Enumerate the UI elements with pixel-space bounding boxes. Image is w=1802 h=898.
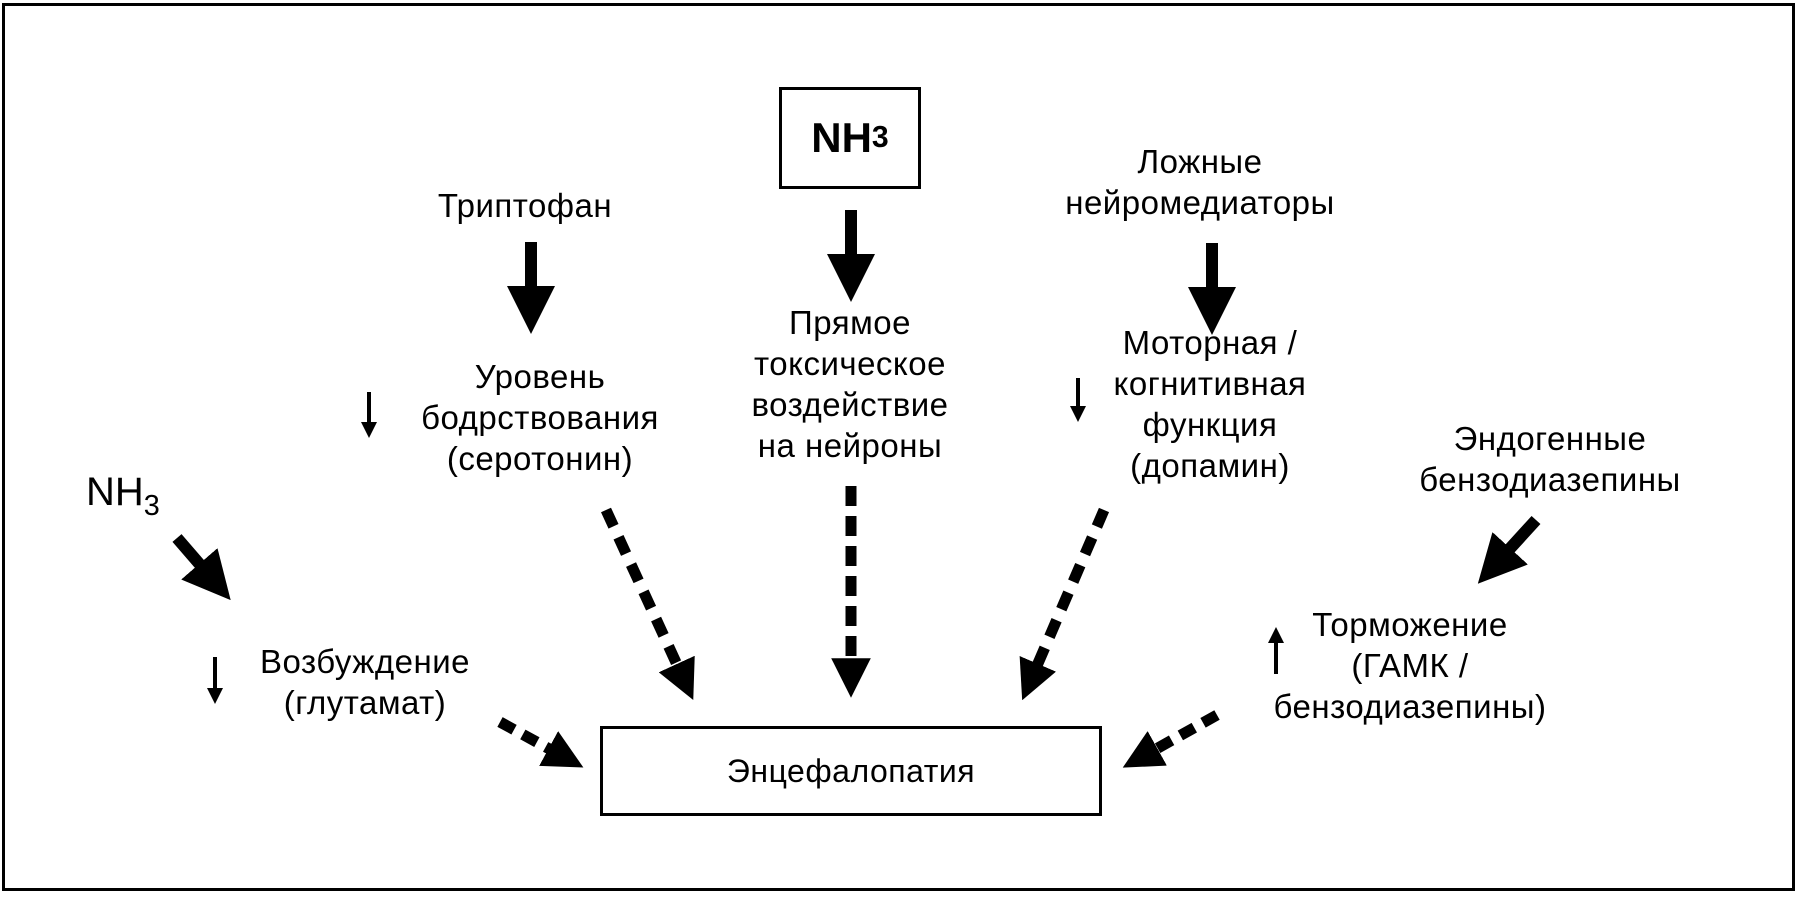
nh3-central-label: NH bbox=[811, 114, 872, 161]
motor-cognitive-node: Моторная / когнитивная функция (допамин) bbox=[1080, 322, 1340, 486]
dashed-arrow-motor-to-encephalopathy bbox=[1019, 507, 1110, 701]
endogenous-benzo-line-1: Эндогенные bbox=[1453, 420, 1647, 457]
wakefulness-line-2: бодрствования bbox=[421, 399, 659, 436]
inhibition-line-1: Торможение bbox=[1312, 606, 1508, 643]
nh3-left-label: NH bbox=[86, 470, 144, 514]
false-neuro-line-1: Ложные bbox=[1137, 143, 1263, 180]
arrow-endogenous-to-inhibition bbox=[1477, 515, 1541, 584]
wakefulness-node: Уровень бодрствования (серотонин) bbox=[380, 356, 700, 479]
encephalopathy-label: Энцефалопатия bbox=[726, 752, 976, 789]
arrow-nh3-to-excitation bbox=[172, 534, 231, 601]
excitation-node: Возбуждение (глутамат) bbox=[225, 641, 505, 723]
motor-cognitive-line-2: когнитивная bbox=[1113, 365, 1307, 402]
endogenous-benzo-node: Эндогенные бензодиазепины bbox=[1380, 418, 1720, 500]
direct-toxic-node: Прямое токсическое воздействие на нейрон… bbox=[720, 302, 980, 466]
diagram-frame bbox=[2, 3, 1795, 891]
direct-toxic-line-4: на нейроны bbox=[757, 427, 943, 464]
dashed-arrow-wakefulness-to-encephalopathy bbox=[601, 507, 695, 700]
excitation-line-1: Возбуждение bbox=[260, 643, 470, 680]
excitation-line-2: (глутамат) bbox=[283, 684, 447, 721]
direct-toxic-line-1: Прямое bbox=[789, 304, 911, 341]
false-neuro-line-2: нейромедиаторы bbox=[1065, 184, 1335, 221]
tryptophan-node: Триптофан bbox=[405, 185, 645, 226]
endogenous-benzo-line-2: бензодиазепины bbox=[1419, 461, 1681, 498]
direct-toxic-line-3: воздействие bbox=[751, 386, 949, 423]
dashed-arrow-inhibition-to-encephalopathy bbox=[1122, 710, 1220, 768]
wakefulness-line-1: Уровень bbox=[474, 358, 606, 395]
nh3-left-node: NH3 bbox=[86, 470, 160, 520]
wakefulness-line-3: (серотонин) bbox=[446, 440, 634, 477]
dashed-arrow-excitation-to-encephalopathy bbox=[497, 717, 584, 768]
inhibition-node: Торможение (ГАМК / бензодиазепины) bbox=[1245, 604, 1575, 727]
inhibition-line-3: бензодиазепины) bbox=[1273, 688, 1547, 725]
direct-toxic-line-2: токсическое bbox=[754, 345, 946, 382]
tryptophan-label: Триптофан bbox=[437, 187, 613, 224]
false-neurotransmitters-node: Ложные нейромедиаторы bbox=[1030, 141, 1370, 223]
encephalopathy-node: Энцефалопатия bbox=[600, 726, 1102, 816]
inhibition-line-2: (ГАМК / bbox=[1351, 647, 1469, 684]
motor-cognitive-line-3: функция bbox=[1142, 406, 1278, 443]
nh3-left-subscript: 3 bbox=[143, 490, 160, 523]
motor-cognitive-line-4: (допамин) bbox=[1130, 447, 1290, 484]
